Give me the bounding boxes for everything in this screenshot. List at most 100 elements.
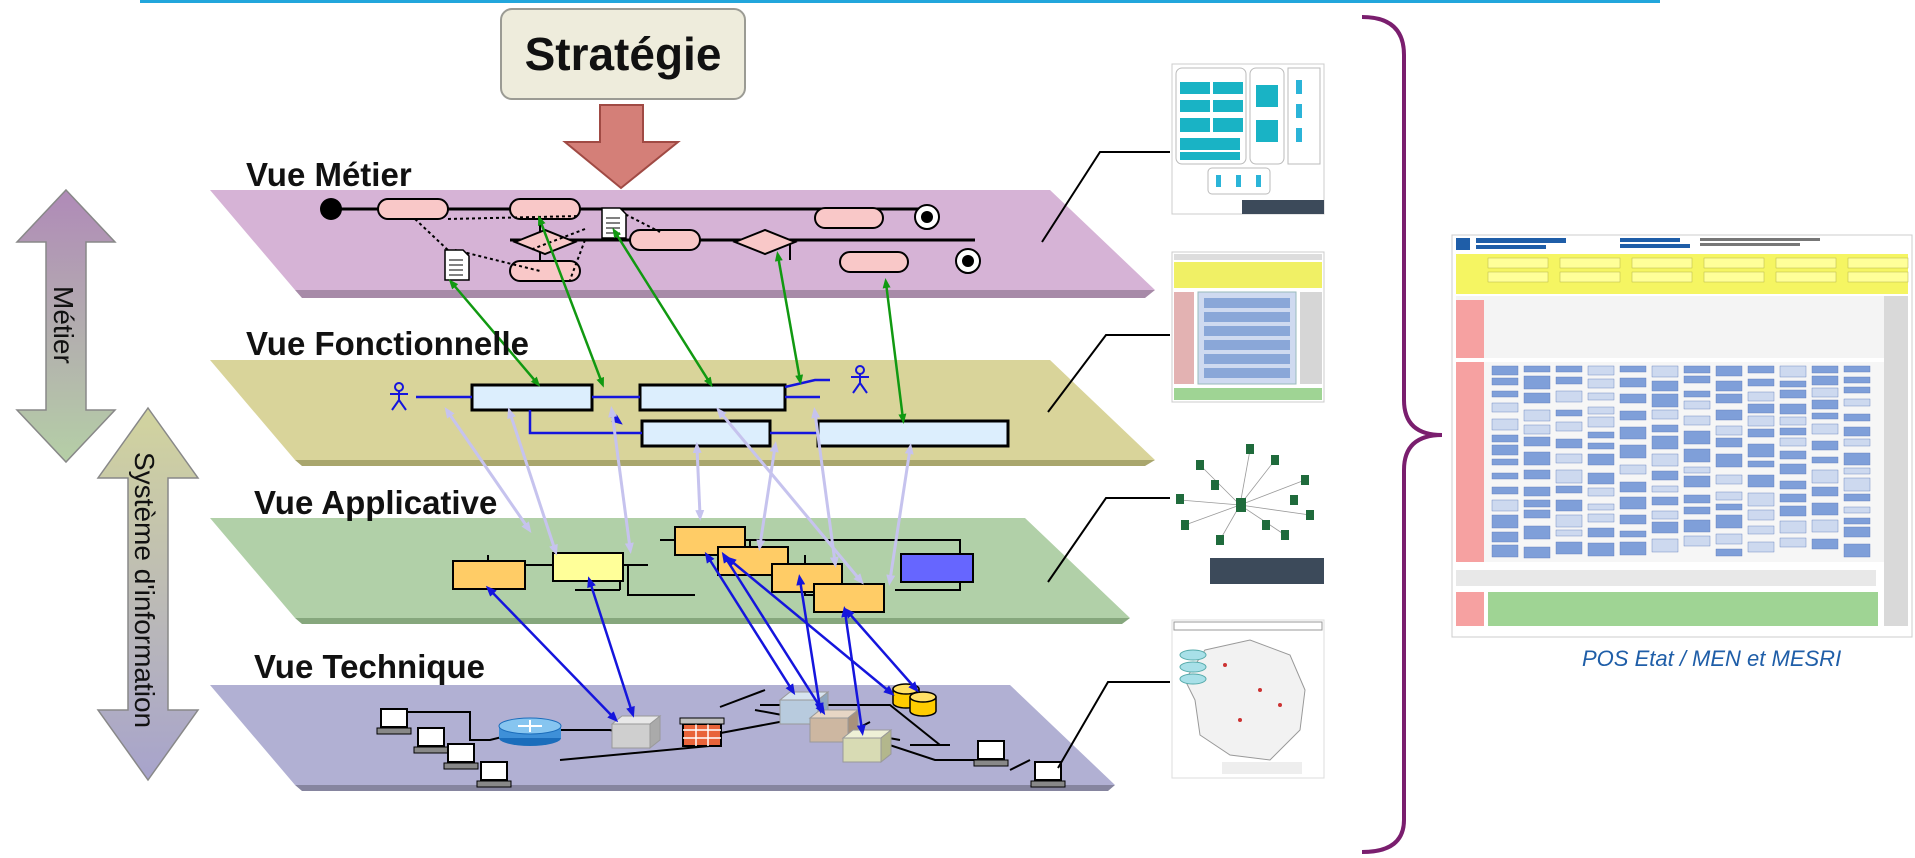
pos-cell [1651, 424, 1679, 433]
pos-cell [1843, 365, 1871, 373]
pos-cell [1811, 375, 1839, 386]
pos-cell [1587, 513, 1615, 523]
thumbnail-business-doc [1171, 63, 1325, 215]
pos-cell [1843, 398, 1871, 407]
strategy-box: Stratégie [500, 8, 746, 100]
pos-cell [1555, 438, 1583, 449]
trace-link [612, 227, 713, 388]
pos-cell [1619, 444, 1647, 459]
layer-label-fonctionnelle: Vue Fonctionnelle [246, 325, 529, 362]
thumbnail-france-map [1171, 619, 1325, 779]
pos-cell [1683, 375, 1711, 384]
function-block [640, 419, 772, 448]
pos-etat-thumbnail [1451, 234, 1913, 638]
pos-cell [1715, 548, 1743, 557]
pos-cell [1487, 257, 1549, 269]
pos-cell [1715, 393, 1743, 404]
pos-cell [1555, 421, 1583, 432]
computer-icon [376, 708, 412, 735]
pos-cell [1523, 525, 1551, 540]
pos-cell [1811, 412, 1839, 420]
pos-cell [1559, 271, 1621, 283]
server-box [610, 714, 662, 750]
si-double-arrow [96, 406, 200, 782]
document-icon [601, 207, 627, 239]
router-icon [498, 717, 562, 746]
pos-cell [1491, 514, 1519, 529]
pos-cell [1523, 392, 1551, 404]
pos-cell [1651, 393, 1679, 408]
thumbnail-app-network [1172, 430, 1324, 586]
pos-cell [1715, 425, 1743, 436]
pos-cell [1523, 375, 1551, 390]
application-block [813, 583, 885, 613]
pos-cell [1715, 380, 1743, 392]
pos-cell [1843, 506, 1871, 514]
pos-cell [1683, 390, 1711, 398]
pos-cell [1683, 448, 1711, 463]
pos-cell [1587, 542, 1615, 557]
pos-cell [1491, 365, 1519, 376]
pos-cell [1775, 271, 1837, 283]
pos-cell [1523, 424, 1551, 435]
pos-cell [1747, 415, 1775, 427]
pos-cell [1555, 365, 1583, 373]
pos-cell [1555, 376, 1583, 385]
green-links [448, 215, 907, 424]
pos-cell [1703, 257, 1765, 269]
pos-cell [1587, 442, 1615, 450]
pos-cell [1619, 481, 1647, 493]
pos-cell [1491, 472, 1519, 480]
pos-cell [1491, 418, 1519, 431]
pos-cell [1811, 423, 1839, 435]
pos-cell [1587, 392, 1615, 401]
trace-link [507, 407, 558, 556]
pos-cell [1487, 271, 1549, 283]
trace-link [448, 279, 541, 387]
pos-cell [1491, 499, 1519, 512]
pos-cell [1811, 387, 1839, 398]
pos-cell [1843, 517, 1871, 525]
pos-cell [1555, 485, 1583, 494]
pos-cell [1847, 257, 1909, 269]
layer-label-metier: Vue Métier [246, 156, 412, 193]
pos-cell [1491, 390, 1519, 398]
pos-cell [1651, 510, 1679, 520]
pos-cell [1843, 526, 1871, 538]
pos-cell [1811, 538, 1839, 550]
pos-cell [1747, 460, 1775, 468]
pos-cell [1747, 492, 1775, 507]
pos-cell [1587, 453, 1615, 466]
pos-cell [1715, 491, 1743, 501]
pos-cell [1619, 496, 1647, 510]
pos-cell [1619, 464, 1647, 475]
plane-applicative [210, 518, 1130, 624]
pos-cell [1747, 541, 1775, 553]
pos-cell [1843, 493, 1871, 502]
pos-cell [1779, 403, 1807, 415]
pos-etat-cells [1487, 257, 1909, 559]
application-block [452, 560, 526, 590]
pos-cell [1843, 413, 1871, 422]
pos-cell [1683, 475, 1711, 488]
pos-cell [1715, 533, 1743, 545]
pos-cell [1555, 529, 1583, 537]
pos-cell [1491, 402, 1519, 413]
activity [814, 207, 884, 229]
pos-cell [1715, 514, 1743, 529]
trace-link [538, 215, 604, 388]
pos-cell [1683, 506, 1711, 515]
pos-cell [1843, 477, 1871, 492]
pos-cell [1523, 509, 1551, 519]
pos-cell [1843, 426, 1871, 437]
trace-link [692, 442, 705, 521]
pos-cell [1779, 520, 1807, 534]
pos-cell [1747, 365, 1775, 374]
pos-cell [1587, 503, 1615, 511]
pos-cell [1775, 257, 1837, 269]
pos-caption: POS Etat / MEN et MESRI [1582, 646, 1842, 671]
pos-cell [1747, 391, 1775, 402]
pos-cell [1631, 271, 1693, 283]
